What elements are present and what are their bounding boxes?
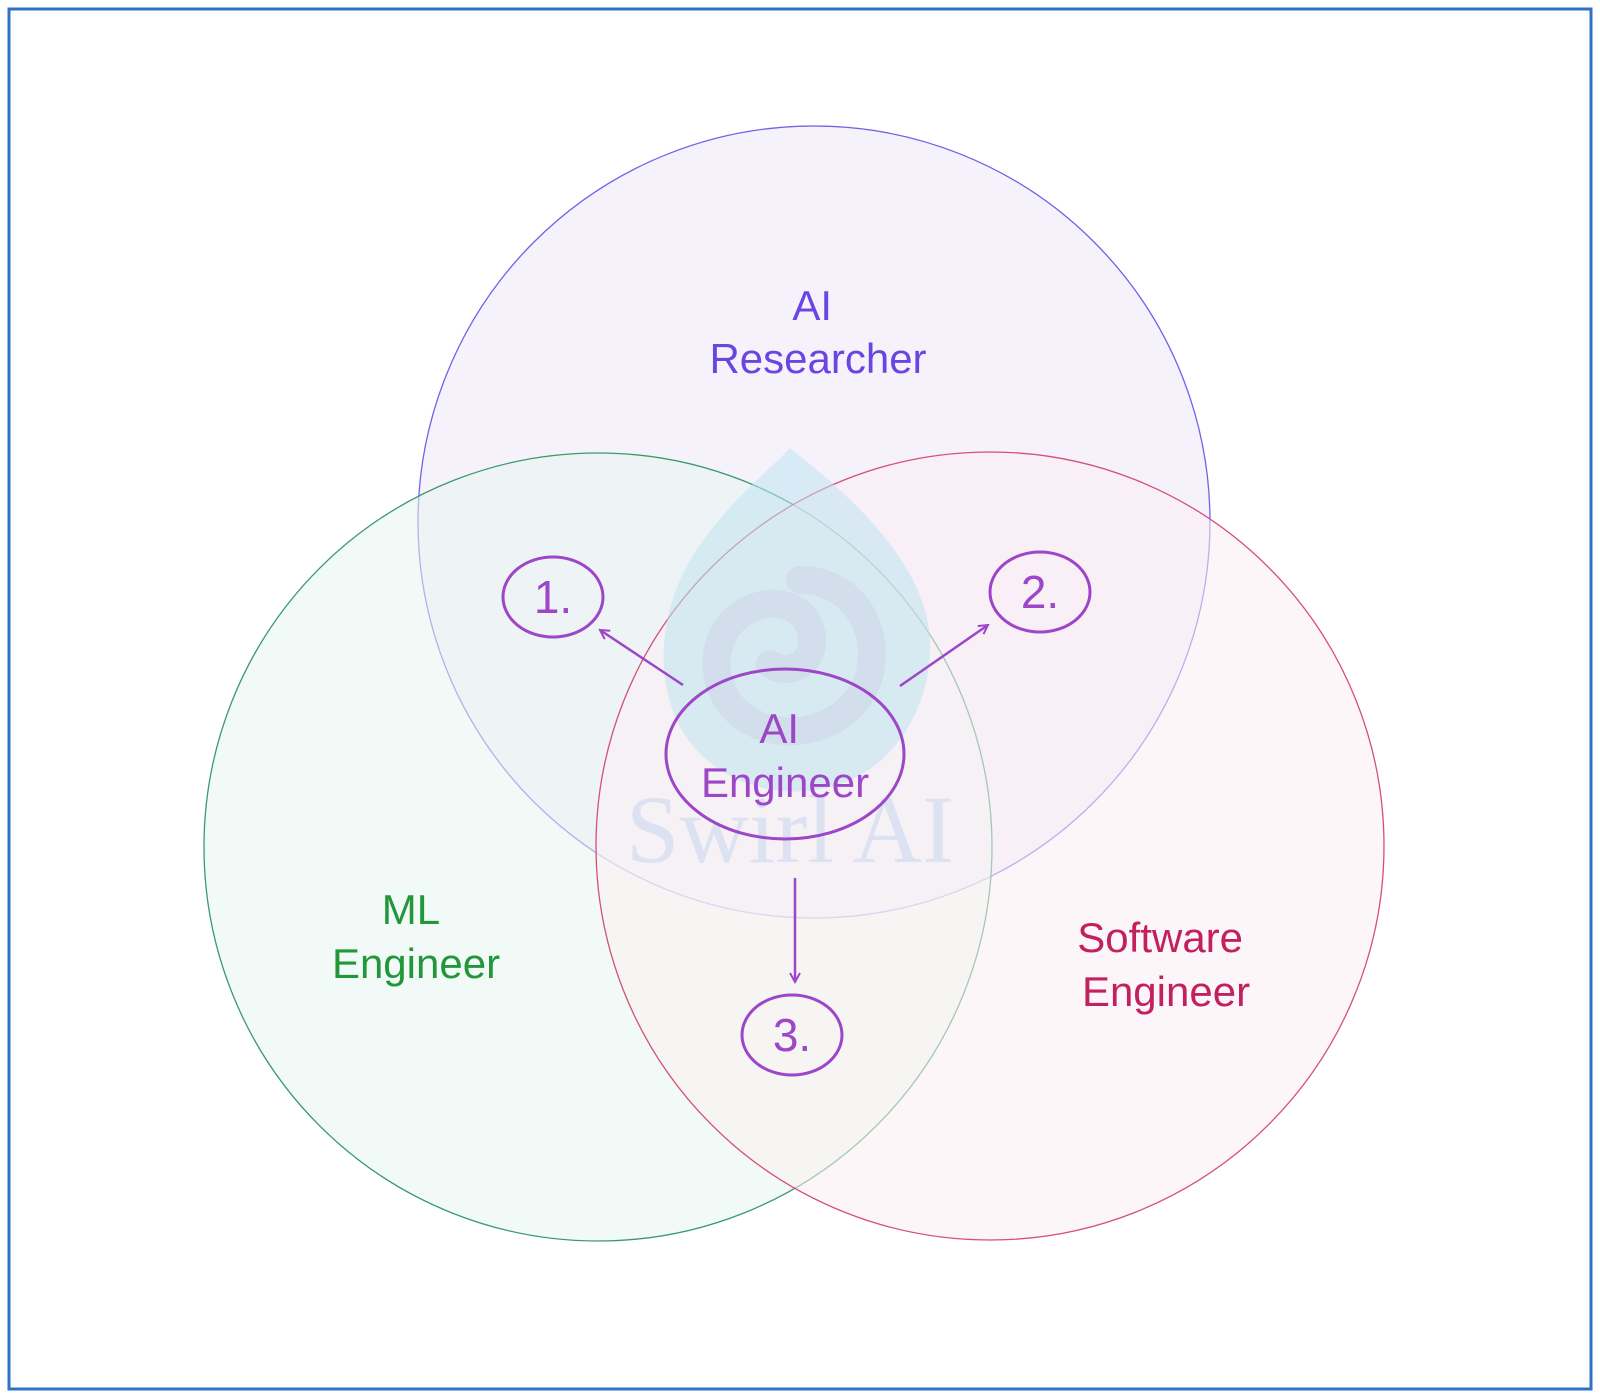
marker-2-ellipse	[988, 550, 1092, 634]
marker-1-ellipse	[501, 555, 605, 639]
marker-3: 3.	[740, 993, 844, 1077]
marker-1-label: 1.	[534, 571, 572, 623]
ai-engineer-node: AI Engineer	[664, 667, 906, 841]
marker-3-ellipse	[740, 993, 844, 1077]
arrow-to-marker-2	[899, 625, 988, 688]
ml-engineer-label: ML Engineer	[332, 886, 500, 987]
marker-3-label: 3.	[773, 1009, 811, 1061]
swirl-drop-icon	[663, 448, 931, 792]
marker-2-label: 2.	[1021, 566, 1059, 618]
marker-2: 2.	[988, 550, 1092, 634]
arrow-to-marker-1	[600, 630, 684, 687]
ai-researcher-label: AI Researcher	[709, 282, 926, 382]
software-engineer-label: Software Engineer	[1077, 914, 1254, 1015]
ai-engineer-ellipse	[664, 667, 906, 841]
ai-engineer-label: AI Engineer	[701, 705, 869, 806]
marker-1: 1.	[501, 555, 605, 639]
